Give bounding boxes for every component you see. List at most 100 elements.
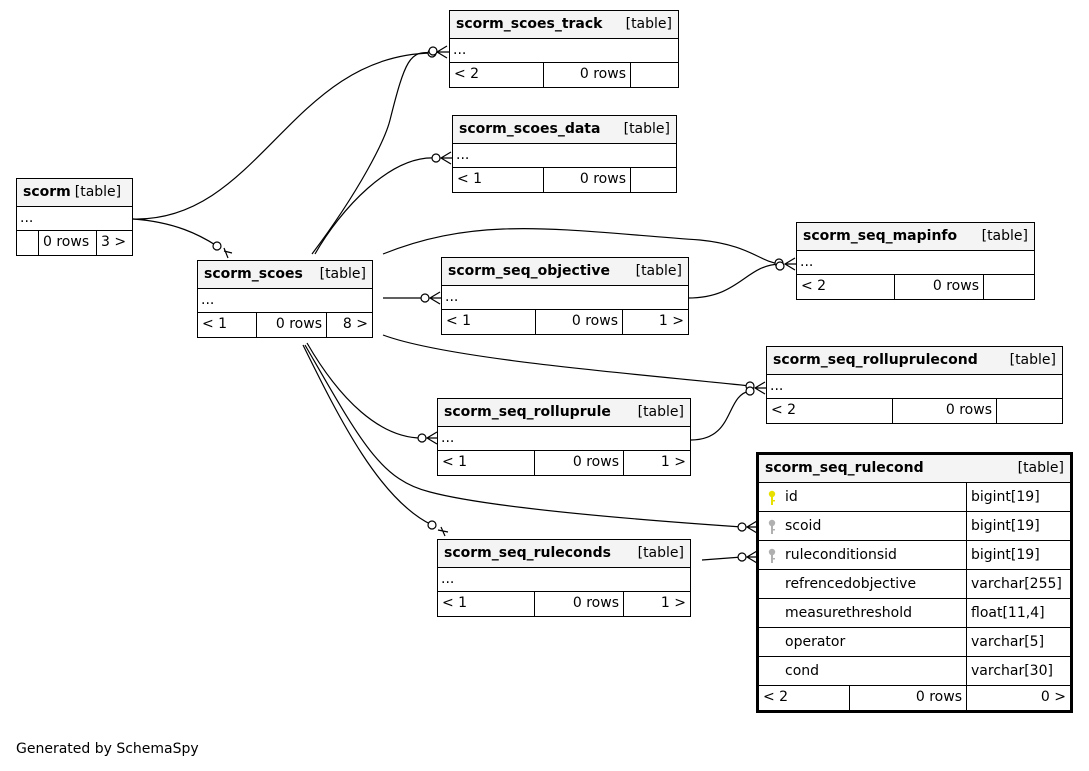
row-count: 0 rows bbox=[850, 686, 967, 710]
table-footer: < 2 0 rows 0 > bbox=[759, 686, 1070, 710]
crowfoot bbox=[439, 151, 452, 165]
table-footer: < 1 0 rows bbox=[453, 168, 676, 192]
children-count[interactable]: 1 > bbox=[660, 454, 686, 470]
children-count[interactable]: 1 > bbox=[658, 313, 684, 329]
zero-marker bbox=[745, 386, 755, 396]
table-name: scorm_seq_rulecond bbox=[765, 460, 924, 476]
generator-caption: Generated by SchemaSpy bbox=[16, 741, 199, 757]
column-name: cond bbox=[759, 657, 967, 685]
parents-count[interactable]: < 1 bbox=[442, 310, 536, 334]
crowfoot bbox=[428, 291, 441, 305]
column-type: float[11,4] bbox=[971, 605, 1045, 621]
table-footer: < 2 0 rows bbox=[450, 63, 678, 87]
row-count: 0 rows bbox=[544, 168, 631, 192]
relationship-scoes-to-ruleconds bbox=[302, 344, 433, 526]
table-scorm-seq-rolluprulecond[interactable]: scorm_seq_rolluprulecond [table] ... < 2 … bbox=[766, 346, 1063, 424]
children-count bbox=[631, 63, 678, 87]
column-type: varchar[5] bbox=[971, 634, 1045, 650]
column-name: scoid bbox=[759, 512, 967, 540]
table-scorm-seq-ruleconds[interactable]: scorm_seq_ruleconds[table] ... < 1 0 row… bbox=[437, 539, 691, 617]
table-footer: < 2 0 rows bbox=[797, 275, 1034, 299]
relationship-scoes-to-rolluprule bbox=[306, 342, 423, 439]
relationship-scoes-to-scoes-data bbox=[314, 157, 437, 255]
children-count[interactable]: 3 > bbox=[101, 234, 127, 250]
crowfoot bbox=[753, 381, 767, 395]
table-scorm-scoes-track[interactable]: scorm_scoes_track[table] ... < 2 0 rows bbox=[449, 10, 679, 88]
table-name: scorm bbox=[23, 184, 71, 200]
columns-ellipsis: ... bbox=[450, 39, 678, 63]
table-scorm-seq-rolluprule[interactable]: scorm_seq_rolluprule[table] ... < 1 0 ro… bbox=[437, 398, 691, 476]
relationship-scoes-to-seq-mapinfo-a bbox=[382, 228, 781, 265]
parents-count[interactable] bbox=[17, 231, 39, 255]
parents-count[interactable]: < 2 bbox=[450, 63, 544, 87]
columns-ellipsis: ... bbox=[438, 427, 690, 451]
row-count: 0 rows bbox=[257, 313, 327, 337]
table-scorm-seq-mapinfo[interactable]: scorm_seq_mapinfo[table] ... < 2 0 rows bbox=[796, 222, 1035, 300]
table-scorm-scoes-data[interactable]: scorm_scoes_data[table] ... < 1 0 rows bbox=[452, 115, 677, 193]
parents-count[interactable]: < 2 bbox=[797, 275, 895, 299]
column-name-text: measurethreshold bbox=[785, 605, 912, 621]
parents-count[interactable]: < 1 bbox=[438, 451, 535, 475]
children-count bbox=[984, 275, 1034, 299]
columns-ellipsis: ... bbox=[797, 251, 1034, 275]
table-footer: < 1 0 rows 1 > bbox=[438, 451, 690, 475]
zero-marker bbox=[428, 46, 438, 56]
column-name: operator bbox=[759, 628, 967, 656]
primary-key-icon bbox=[768, 490, 776, 505]
column-row[interactable]: id bigint[19] bbox=[759, 483, 1070, 512]
table-name: scorm_seq_rolluprule bbox=[444, 404, 611, 420]
columns-ellipsis: ... bbox=[453, 144, 676, 168]
parents-count[interactable]: < 1 bbox=[438, 592, 535, 616]
relationship-scoes-to-rulecond bbox=[304, 344, 743, 528]
row-count: 0 rows bbox=[535, 592, 624, 616]
table-name: scorm_seq_rolluprulecond bbox=[773, 352, 978, 368]
table-scorm-seq-objective[interactable]: scorm_seq_objective[table] ... < 1 0 row… bbox=[441, 257, 689, 335]
parents-count[interactable]: < 1 bbox=[453, 168, 544, 192]
zero-marker bbox=[431, 153, 441, 163]
column-row[interactable]: operator varchar[5] bbox=[759, 628, 1070, 657]
children-count[interactable]: 0 > bbox=[1040, 689, 1066, 705]
table-header: scorm_scoes_track[table] bbox=[450, 11, 678, 39]
table-footer: < 1 0 rows 8 > bbox=[198, 313, 372, 337]
columns-ellipsis: ... bbox=[438, 568, 690, 592]
column-type: bigint[19] bbox=[971, 547, 1040, 563]
columns-ellipsis: ... bbox=[767, 375, 1062, 399]
children-count[interactable]: 8 > bbox=[342, 316, 368, 332]
table-name: scorm_seq_mapinfo bbox=[803, 228, 958, 244]
table-footer: 0 rows 3 > bbox=[17, 231, 132, 255]
children-count[interactable]: 1 > bbox=[660, 595, 686, 611]
column-type: varchar[30] bbox=[971, 663, 1053, 679]
table-header: scorm_seq_objective[table] bbox=[442, 258, 688, 286]
parents-count[interactable]: < 2 bbox=[759, 686, 850, 710]
column-name-text: id bbox=[785, 489, 798, 505]
table-kind: [table] bbox=[625, 16, 672, 32]
column-name-text: scoid bbox=[785, 518, 822, 534]
table-kind: [table] bbox=[74, 184, 122, 200]
row-count: 0 rows bbox=[544, 63, 631, 87]
column-type: bigint[19] bbox=[971, 489, 1040, 505]
columns-ellipsis: ... bbox=[198, 289, 372, 313]
table-scorm-scoes[interactable]: scorm_scoes[table] ... < 1 0 rows 8 > bbox=[197, 260, 373, 338]
zero-marker bbox=[775, 261, 785, 271]
parents-count[interactable]: < 1 bbox=[198, 313, 257, 337]
column-name-text: operator bbox=[785, 634, 846, 650]
relationship-objective-to-seq-mapinfo bbox=[687, 263, 781, 299]
table-scorm[interactable]: scorm[table] ... 0 rows 3 > bbox=[16, 178, 133, 256]
table-name: scorm_seq_ruleconds bbox=[444, 545, 611, 561]
table-kind: [table] bbox=[635, 263, 682, 279]
parents-count[interactable]: < 2 bbox=[767, 399, 893, 423]
table-kind: [table] bbox=[1009, 352, 1056, 368]
column-type: varchar[255] bbox=[971, 576, 1062, 592]
foreign-key-icon bbox=[768, 548, 776, 563]
row-count: 0 rows bbox=[536, 310, 623, 334]
table-footer: < 2 0 rows bbox=[767, 399, 1062, 423]
relationship-ruleconds-to-rulecond bbox=[701, 556, 743, 561]
column-row[interactable]: measurethreshold float[11,4] bbox=[759, 599, 1070, 628]
relationship-scorm-to-scoes-track bbox=[132, 52, 433, 220]
zero-marker bbox=[420, 293, 430, 303]
